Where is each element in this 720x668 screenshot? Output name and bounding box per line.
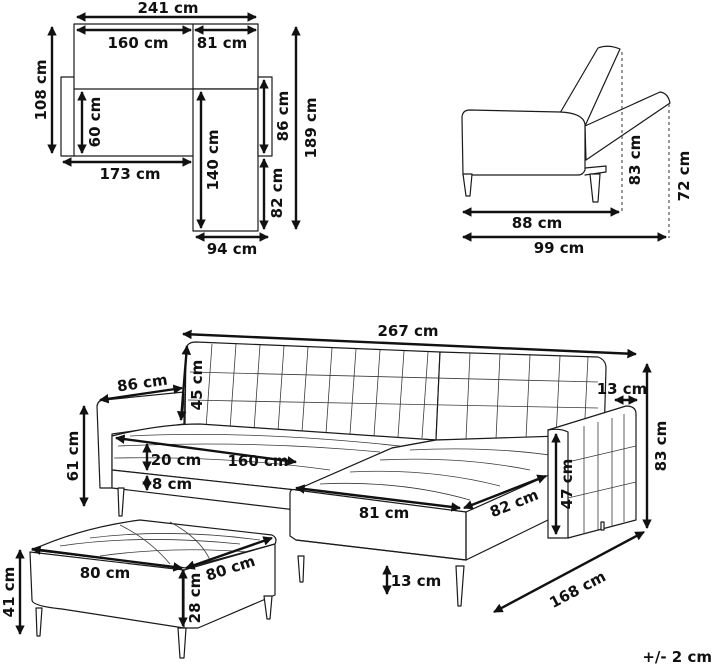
sofa-leg-2 xyxy=(297,555,305,583)
dim-top-main-length: 173 cm xyxy=(99,165,160,183)
dim-top-chaise-extension: 82 cm xyxy=(268,168,286,219)
dim-sofa-leg-height: 13 cm xyxy=(391,572,442,590)
dim-sofa-chaise-width: 81 cm xyxy=(359,504,410,522)
side-backrest-upright xyxy=(559,45,621,127)
dim-top-chaise-length: 140 cm xyxy=(204,129,222,190)
dim-sofa-backrest-height: 45 cm xyxy=(188,360,206,411)
dim-sofa-total-depth: 168 cm xyxy=(546,567,608,612)
dim-ottoman-width: 80 cm xyxy=(80,564,131,582)
dim-top-total-width: 241 cm xyxy=(137,0,198,17)
dim-sofa-total-width: 267 cm xyxy=(377,322,438,340)
dim-side-reclined-depth: 99 cm xyxy=(534,239,585,257)
dim-top-seat-depth: 60 cm xyxy=(86,97,104,148)
sofa-leg-3 xyxy=(455,565,465,607)
side-view: 88 cm 99 cm 83 cm 72 cm xyxy=(461,45,693,257)
dim-top-main-seat: 160 cm xyxy=(107,34,168,52)
dim-top-chaise-bottom: 94 cm xyxy=(207,240,258,258)
dim-ottoman-body-height: 28 cm xyxy=(186,573,204,624)
dim-side-reclined-height: 72 cm xyxy=(675,151,693,202)
dim-top-right-arm: 86 cm xyxy=(274,91,292,142)
tolerance-note: +/- 2 cm xyxy=(642,648,712,666)
dim-top-depth-left: 108 cm xyxy=(32,59,50,120)
sofa-leg-1 xyxy=(117,487,125,517)
top-chaise xyxy=(192,88,259,232)
dim-sofa-arm-width: 13 cm xyxy=(597,380,648,398)
dim-sofa-total-height: 83 cm xyxy=(652,421,670,472)
ottoman-leg-1 xyxy=(35,607,43,637)
top-view: 241 cm 160 cm 81 cm 108 cm 60 cm 173 cm … xyxy=(32,0,320,258)
dim-side-seat-depth: 88 cm xyxy=(512,214,563,232)
ottoman: 80 cm 80 cm 41 cm 28 cm xyxy=(0,519,277,659)
dim-sofa-base-height: 8 cm xyxy=(152,475,192,493)
dim-side-upright-height: 83 cm xyxy=(626,135,644,186)
dim-top-total-depth: 189 cm xyxy=(302,97,320,158)
arm-tufting xyxy=(567,414,637,534)
top-left-arm xyxy=(60,76,76,157)
sofa-leg-4 xyxy=(600,521,605,531)
dim-ottoman-height: 41 cm xyxy=(0,567,18,618)
side-backrest-reclined xyxy=(584,91,671,161)
side-body xyxy=(461,109,586,176)
dim-sofa-arm-side-height: 47 cm xyxy=(558,459,576,510)
dim-sofa-seat-width: 160 cm xyxy=(227,452,288,470)
dim-top-chaise-width: 81 cm xyxy=(197,34,248,52)
backrest-tufting xyxy=(187,343,599,440)
ottoman-leg-2 xyxy=(177,627,187,659)
side-leg-back xyxy=(589,173,601,203)
ottoman-leg-3 xyxy=(263,595,273,620)
dim-sofa-cushion-height: 20 cm xyxy=(151,451,202,469)
side-leg-front xyxy=(462,173,473,197)
perspective-sofa: 267 cm 86 cm 45 cm 61 cm 20 cm 160 cm 8 … xyxy=(64,322,670,614)
dim-sofa-arm-height: 61 cm xyxy=(64,431,82,482)
